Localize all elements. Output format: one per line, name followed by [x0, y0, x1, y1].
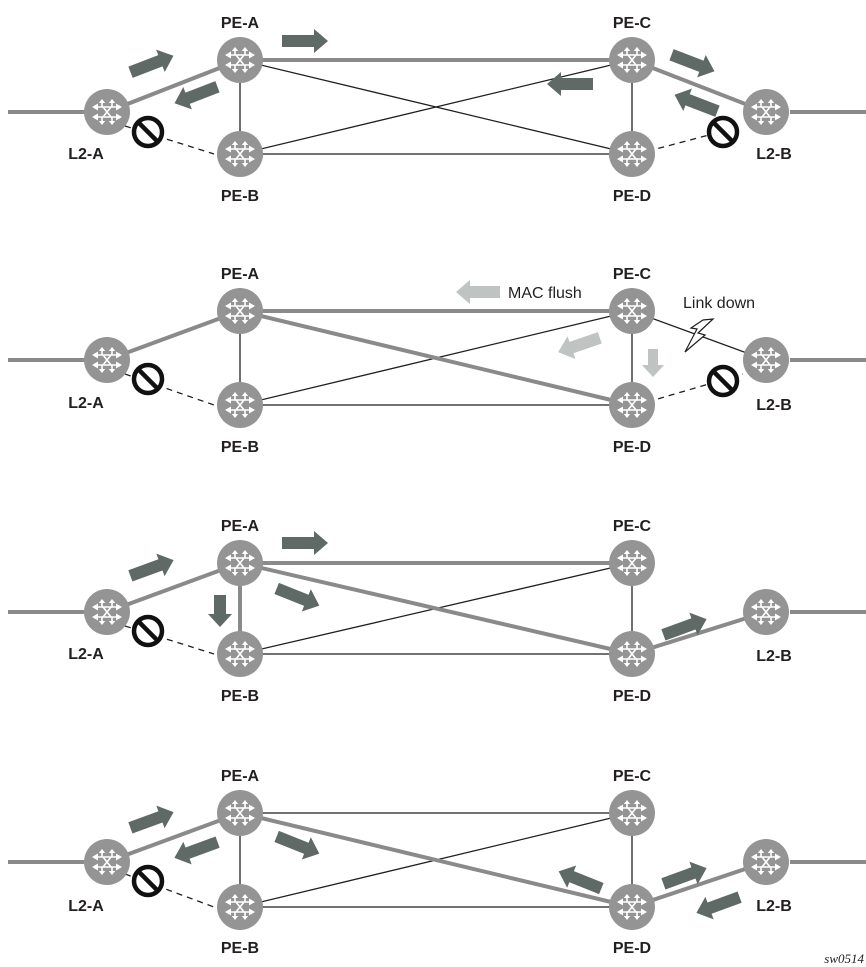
switch-icon — [217, 884, 263, 930]
link-l2a-pea-active — [106, 309, 241, 362]
node-label: L2-B — [756, 898, 792, 915]
arrow-mac-flush-left — [456, 280, 500, 304]
blocked-link-icon — [706, 115, 740, 149]
arrow-ped-to-pea — [558, 865, 604, 895]
node-label: PE-B — [221, 688, 259, 705]
switch-icon — [609, 288, 655, 334]
blocked-link-icon — [131, 864, 165, 898]
panel-1: L2-A PE-A PE-B PE-C PE-D L2-B — [8, 15, 866, 205]
node-label: L2-B — [756, 397, 792, 414]
link-peb-pec — [239, 59, 633, 155]
arrow-pea-to-l2a — [174, 81, 220, 110]
switch-icon — [217, 382, 263, 428]
link-l2a-pea-active — [106, 561, 241, 614]
switch-icon — [609, 37, 655, 83]
switch-icon — [217, 37, 263, 83]
node-label: PE-A — [221, 518, 260, 535]
node-label: PE-D — [613, 940, 651, 957]
arrow-l2a-to-pea — [128, 49, 174, 78]
switch-icon — [217, 540, 263, 586]
arrow-pea-to-ped — [274, 830, 320, 860]
node-label: PE-D — [613, 688, 651, 705]
switch-icon — [609, 631, 655, 677]
switch-icon — [217, 288, 263, 334]
link-pea-ped-active — [239, 561, 633, 656]
arrow-mac-flush-down — [642, 349, 664, 377]
arrow-l2a-to-pea — [128, 553, 174, 582]
switch-icon — [609, 540, 655, 586]
switch-icon — [84, 589, 130, 635]
link-ped-l2b-active — [631, 610, 767, 656]
node-label: L2-B — [756, 146, 792, 163]
node-label: PE-B — [221, 439, 259, 456]
blocked-link-icon — [131, 614, 165, 648]
arrow-pea-to-peb — [208, 595, 232, 627]
node-label: PE-A — [221, 266, 260, 283]
arrow-pea-to-pec — [282, 531, 328, 555]
blocked-link-icon — [131, 362, 165, 396]
node-label: PE-C — [613, 768, 652, 785]
switch-icon — [217, 631, 263, 677]
arrow-pea-to-ped — [274, 582, 320, 612]
link-down-label: Link down — [683, 295, 755, 312]
switch-icon — [609, 382, 655, 428]
node-label: L2-A — [68, 395, 104, 412]
switch-icon — [84, 337, 130, 383]
blocked-link-icon — [131, 115, 165, 149]
panel-4: L2-A PE-A PE-B PE-C PE-D L2-B — [8, 768, 866, 957]
node-label: PE-C — [613, 518, 652, 535]
node-label: PE-C — [613, 266, 652, 283]
arrow-ped-to-l2b — [661, 861, 707, 890]
arrow-l2b-to-ped — [696, 891, 742, 920]
mac-flush-label: MAC flush — [508, 285, 582, 302]
arrow-l2a-to-pea — [128, 805, 174, 834]
arrow-pea-to-l2a — [174, 836, 220, 865]
node-label: PE-B — [221, 940, 259, 957]
link-pec-l2b-active — [631, 58, 767, 114]
link-pea-ped-active — [239, 309, 633, 407]
node-label: L2-A — [68, 898, 104, 915]
arrow-pec-to-pea — [547, 72, 593, 96]
node-label: L2-B — [756, 648, 792, 665]
arrow-ped-to-l2b — [661, 612, 707, 641]
node-label: PE-C — [613, 15, 652, 32]
switch-icon — [217, 790, 263, 836]
switch-icon — [743, 589, 789, 635]
switch-icon — [743, 337, 789, 383]
node-label: L2-A — [68, 146, 104, 163]
figure-id: sw0514 — [824, 951, 864, 966]
switch-icon — [609, 790, 655, 836]
switch-icon — [217, 131, 263, 177]
link-l2a-pea-active — [106, 811, 241, 864]
link-ped-l2b-active — [631, 860, 767, 909]
panel-2: MAC flush Link down L2-A PE-A PE-B PE-C … — [8, 266, 866, 456]
blocked-link-icon — [706, 364, 740, 398]
node-label: PE-B — [221, 188, 259, 205]
switch-icon — [84, 89, 130, 135]
arrow-l2b-to-pec — [674, 88, 720, 117]
switch-icon — [84, 839, 130, 885]
node-label: PE-A — [221, 15, 260, 32]
arrow-pea-to-pec — [282, 29, 328, 53]
node-label: L2-A — [68, 646, 104, 663]
node-label: PE-D — [613, 188, 651, 205]
arrow-pec-to-l2b — [669, 49, 715, 78]
switch-icon — [743, 839, 789, 885]
panel-3: L2-A PE-A PE-B PE-C PE-D L2-B — [8, 518, 866, 705]
link-l2a-pea-active — [106, 58, 241, 114]
node-label: PE-D — [613, 439, 651, 456]
node-label: PE-A — [221, 768, 260, 785]
switch-icon — [609, 884, 655, 930]
switch-icon — [609, 131, 655, 177]
link-down-lightning-icon — [684, 318, 715, 353]
link-pea-ped-active — [239, 811, 633, 909]
switch-icon — [743, 89, 789, 135]
arrow-mac-flush-diagonal — [558, 332, 602, 359]
